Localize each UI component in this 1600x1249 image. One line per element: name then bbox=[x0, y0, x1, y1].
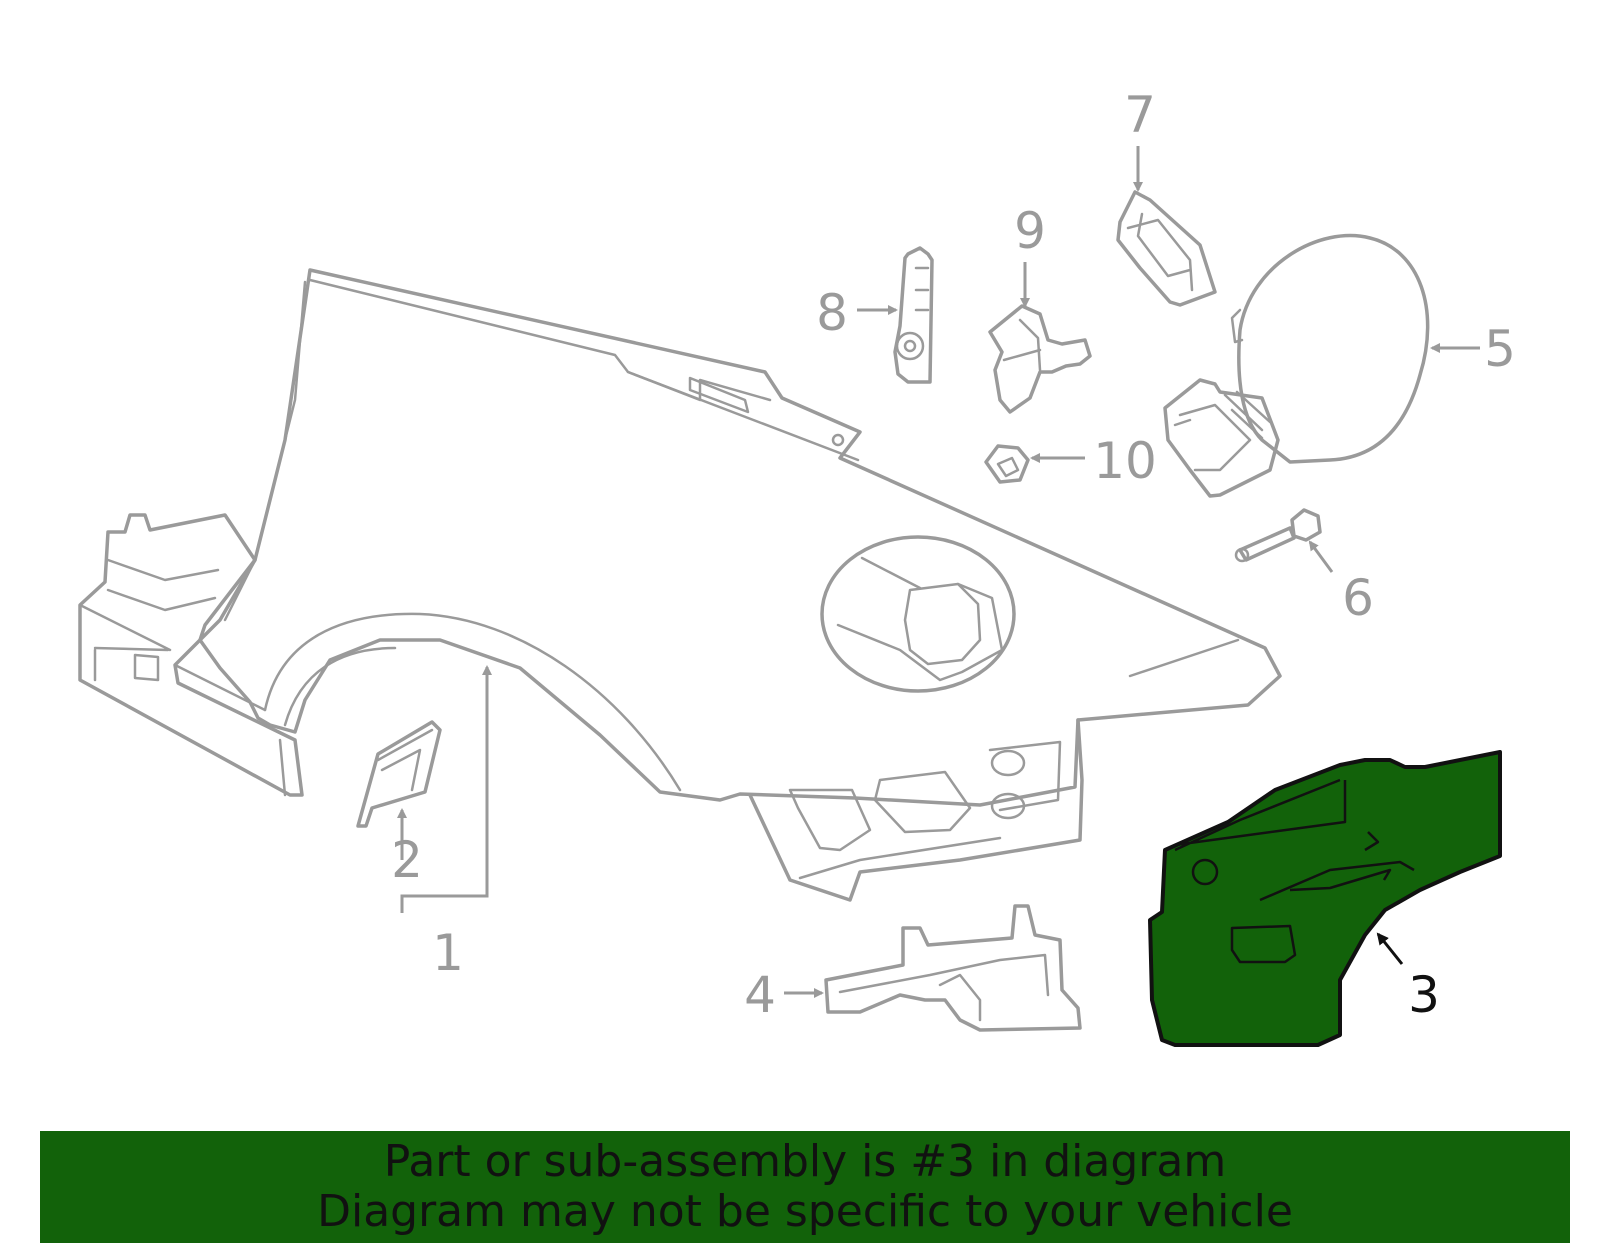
callout-1: 1 bbox=[432, 924, 464, 982]
callout-6: 6 bbox=[1342, 569, 1374, 627]
part-9-bracket bbox=[988, 304, 1092, 414]
info-banner: Part or sub-assembly is #3 in diagram Di… bbox=[40, 1131, 1570, 1243]
part-1-quarter-panel bbox=[78, 268, 1282, 902]
leader-lines bbox=[397, 146, 1480, 998]
callout-labels: 1 2 3 4 5 6 7 8 9 10 bbox=[391, 86, 1516, 1024]
callout-8: 8 bbox=[816, 284, 848, 342]
callout-5: 5 bbox=[1484, 320, 1516, 378]
callout-9: 9 bbox=[1014, 202, 1046, 260]
callout-2: 2 bbox=[391, 831, 423, 889]
part-8-actuator bbox=[893, 246, 934, 384]
banner-line-1: Part or sub-assembly is #3 in diagram bbox=[383, 1136, 1227, 1187]
part-5-fuel-door bbox=[1163, 233, 1430, 498]
part-6-bolt bbox=[1234, 508, 1322, 563]
banner-line-2: Diagram may not be specific to your vehi… bbox=[317, 1186, 1293, 1237]
callout-7: 7 bbox=[1124, 86, 1156, 144]
part-10-nut bbox=[984, 444, 1030, 484]
callout-10: 10 bbox=[1093, 432, 1157, 490]
part-4-reinforcement bbox=[824, 904, 1082, 1032]
part-3-highlighted bbox=[1148, 750, 1502, 1047]
part-7-clip bbox=[1116, 190, 1217, 307]
callout-4: 4 bbox=[744, 966, 776, 1024]
callout-3: 3 bbox=[1408, 966, 1440, 1024]
part-2-bracket bbox=[356, 720, 442, 828]
